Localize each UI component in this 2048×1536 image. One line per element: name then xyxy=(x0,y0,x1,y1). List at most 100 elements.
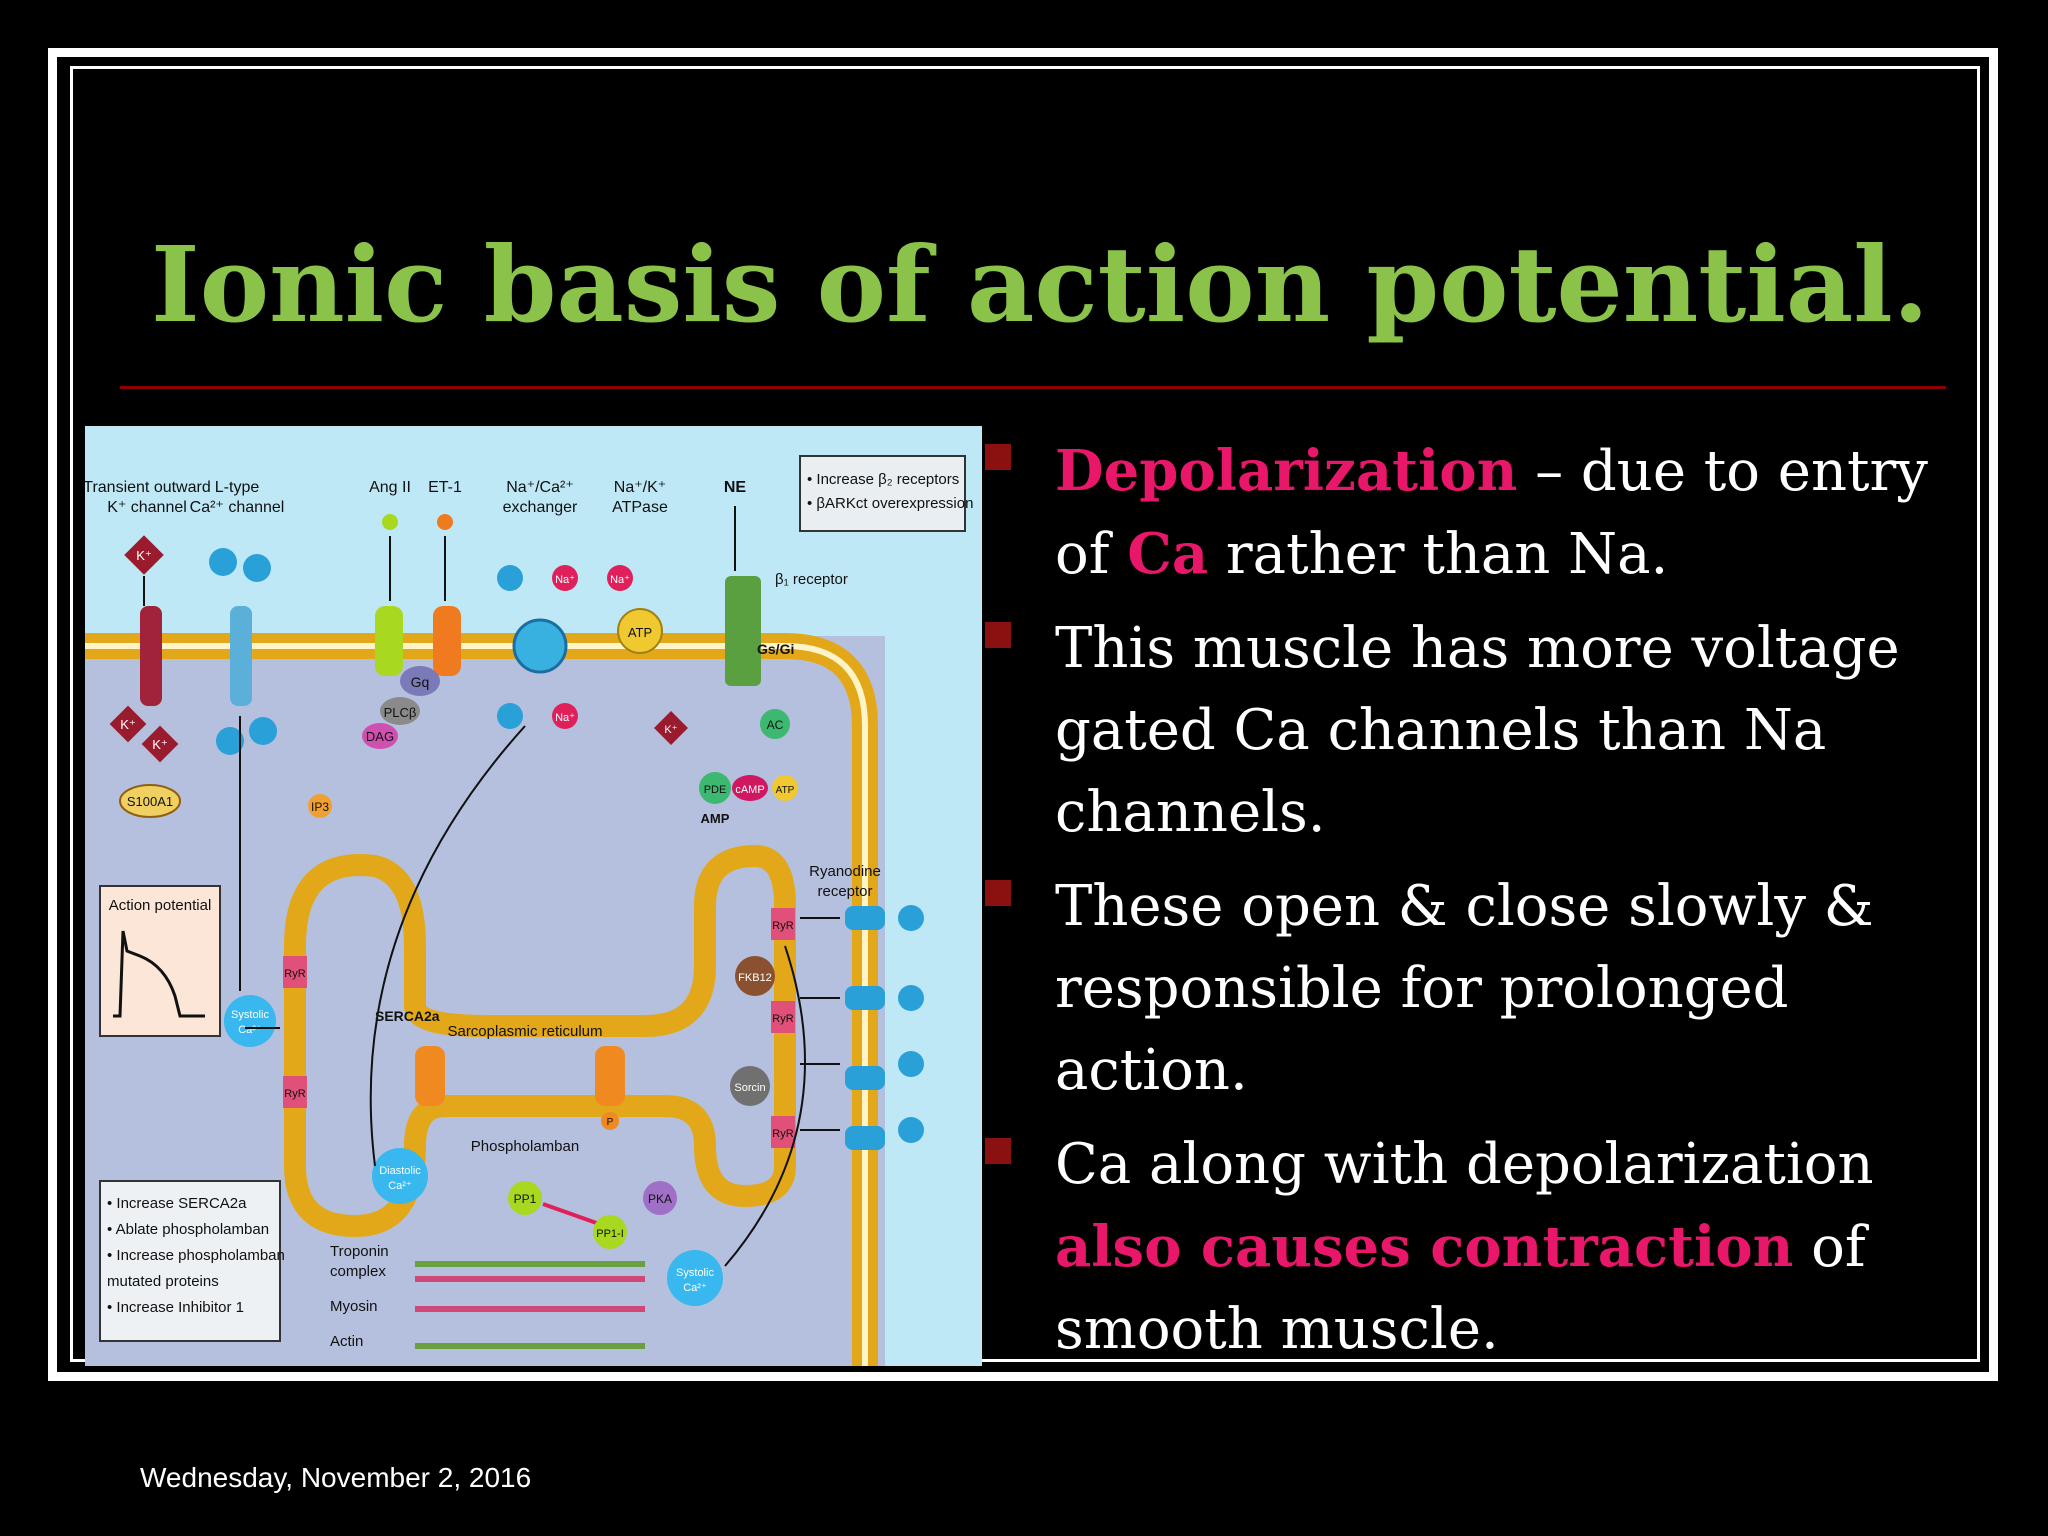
svg-text:K⁺: K⁺ xyxy=(152,737,168,752)
serca2a-pump-1 xyxy=(415,1046,445,1106)
highlighted-text: Depolarization xyxy=(1055,438,1518,504)
ryr-left-2 xyxy=(283,1076,307,1108)
label-k-channel: Transient outward xyxy=(85,479,211,496)
svg-text:P: P xyxy=(607,1117,614,1128)
bullet-marker xyxy=(985,622,1011,648)
svg-text:• Increase β₂ receptors: • Increase β₂ receptors xyxy=(807,471,959,488)
svg-text:ATP: ATP xyxy=(776,785,795,796)
svg-text:ATPase: ATPase xyxy=(612,499,668,516)
svg-text:FKB12: FKB12 xyxy=(738,972,772,984)
bullet-text: This muscle has more voltage gated Ca ch… xyxy=(1055,616,1900,845)
label-nak-atpase: Na⁺/K⁺ xyxy=(614,479,666,496)
na-k-atpase xyxy=(617,608,663,654)
phospholamban-label: Phospholamban xyxy=(471,1138,579,1155)
bullet-item: These open & close slowly & responsible … xyxy=(985,866,1985,1112)
bullet-marker xyxy=(985,444,1011,470)
svg-text:ATP: ATP xyxy=(628,625,652,640)
svg-text:Na⁺: Na⁺ xyxy=(555,712,575,724)
svg-text:mutated proteins: mutated proteins xyxy=(107,1273,219,1290)
svg-text:Ca²⁺: Ca²⁺ xyxy=(683,1282,707,1294)
systolic-ca-left xyxy=(224,995,276,1047)
svg-text:Na⁺: Na⁺ xyxy=(555,574,575,586)
bullet-marker xyxy=(985,1138,1011,1164)
svg-text:Actin: Actin xyxy=(330,1333,363,1350)
svg-text:PP1: PP1 xyxy=(514,1192,537,1206)
svg-text:PP1-I: PP1-I xyxy=(596,1228,624,1240)
svg-text:PDE: PDE xyxy=(704,784,727,796)
bullet-item: This muscle has more voltage gated Ca ch… xyxy=(985,608,1985,854)
svg-text:Systolic: Systolic xyxy=(676,1267,714,1279)
bullet-marker xyxy=(985,880,1011,906)
slide-title: Ionic basis of action potential. xyxy=(151,223,1929,346)
sorcin xyxy=(730,1066,770,1106)
svg-text:K⁺: K⁺ xyxy=(136,548,152,563)
k-channel xyxy=(140,606,162,706)
systolic-ca-bottom xyxy=(667,1250,723,1306)
svg-text:• Increase Inhibitor 1: • Increase Inhibitor 1 xyxy=(107,1299,244,1316)
bullet-text: These open & close slowly & responsible … xyxy=(1055,874,1874,1103)
bullet-text: rather than Na. xyxy=(1208,522,1669,587)
k-ion-top xyxy=(124,535,164,575)
label-ncx: Na⁺/Ca²⁺ xyxy=(506,479,574,496)
svg-text:AMP: AMP xyxy=(701,811,730,826)
svg-text:• Increase SERCA2a: • Increase SERCA2a xyxy=(107,1195,247,1212)
highlighted-text: also causes contraction xyxy=(1055,1214,1794,1280)
bullet-item: Ca along with depolarization also causes… xyxy=(985,1124,1985,1371)
slide-outer-border xyxy=(48,48,1998,1381)
bullet-text: – due to entry of xyxy=(1055,439,1928,587)
svg-text:exchanger: exchanger xyxy=(503,499,578,516)
svg-text:Gq: Gq xyxy=(411,674,430,690)
svg-text:PKA: PKA xyxy=(648,1192,672,1206)
bullet-list: Depolarization – due to entry of Ca rath… xyxy=(985,430,1985,1383)
svg-text:Sorcin: Sorcin xyxy=(734,1082,765,1094)
svg-text:Troponin: Troponin xyxy=(330,1243,389,1260)
sr-label: Sarcoplasmic reticulum xyxy=(447,1023,602,1040)
svg-text:Systolic: Systolic xyxy=(231,1009,269,1021)
adenylate-cyclase xyxy=(760,709,790,739)
label-ne: NE xyxy=(724,479,747,496)
svg-text:complex: complex xyxy=(330,1263,386,1280)
ryr-left-1 xyxy=(283,956,307,988)
serca2a-pump-2 xyxy=(595,1046,625,1106)
svg-text:RyR: RyR xyxy=(772,1128,793,1140)
svg-text:K⁺: K⁺ xyxy=(664,724,677,736)
beta1-receptor xyxy=(725,576,761,686)
svg-text:Ca²⁺: Ca²⁺ xyxy=(238,1024,262,1036)
intervention-note-box xyxy=(99,1180,281,1342)
et-1-receptor xyxy=(433,606,461,676)
ang-ii-receptor xyxy=(375,606,403,676)
svg-text:IP3: IP3 xyxy=(311,800,329,814)
bullet-text: of smooth muscle. xyxy=(1055,1215,1866,1362)
svg-text:β₁ receptor: β₁ receptor xyxy=(775,571,848,588)
cardiac-myocyte-diagram: Transient outward K⁺ channel L-type Ca²⁺… xyxy=(85,426,982,1366)
svg-text:Ryanodine: Ryanodine xyxy=(809,863,881,880)
svg-text:DAG: DAG xyxy=(366,729,394,744)
bullet-text: Ca along with depolarization xyxy=(1055,1132,1874,1197)
svg-text:SERCA2a: SERCA2a xyxy=(375,1008,440,1024)
pp1 xyxy=(508,1181,542,1215)
svg-text:K⁺ channel: K⁺ channel xyxy=(107,499,187,516)
myosin-filament xyxy=(415,1276,645,1282)
svg-text:• Ablate phospholamban: • Ablate phospholamban xyxy=(107,1221,269,1238)
bullet-item: Depolarization – due to entry of Ca rath… xyxy=(985,430,1985,596)
pp1-i xyxy=(593,1215,627,1249)
s100a1 xyxy=(119,784,181,818)
diastolic-ca xyxy=(372,1148,428,1204)
svg-text:• Increase phospholamban: • Increase phospholamban xyxy=(107,1247,285,1264)
action-potential-inset xyxy=(99,885,221,1037)
beta-receptor-note-box xyxy=(799,455,966,532)
l-type-ca-channel xyxy=(230,606,252,706)
svg-text:RyR: RyR xyxy=(772,920,793,932)
svg-text:Diastolic: Diastolic xyxy=(379,1165,421,1177)
gq-protein xyxy=(400,666,440,696)
pde xyxy=(699,772,731,804)
label-et-1: ET-1 xyxy=(428,479,462,496)
fkb12 xyxy=(735,956,775,996)
ap-curve xyxy=(113,930,205,1018)
na-ca-exchanger xyxy=(512,618,568,674)
svg-text:Na⁺: Na⁺ xyxy=(610,574,630,586)
pka xyxy=(643,1181,677,1215)
svg-text:K⁺: K⁺ xyxy=(120,717,136,732)
svg-text:receptor: receptor xyxy=(817,883,872,900)
svg-text:RyR: RyR xyxy=(284,968,305,980)
